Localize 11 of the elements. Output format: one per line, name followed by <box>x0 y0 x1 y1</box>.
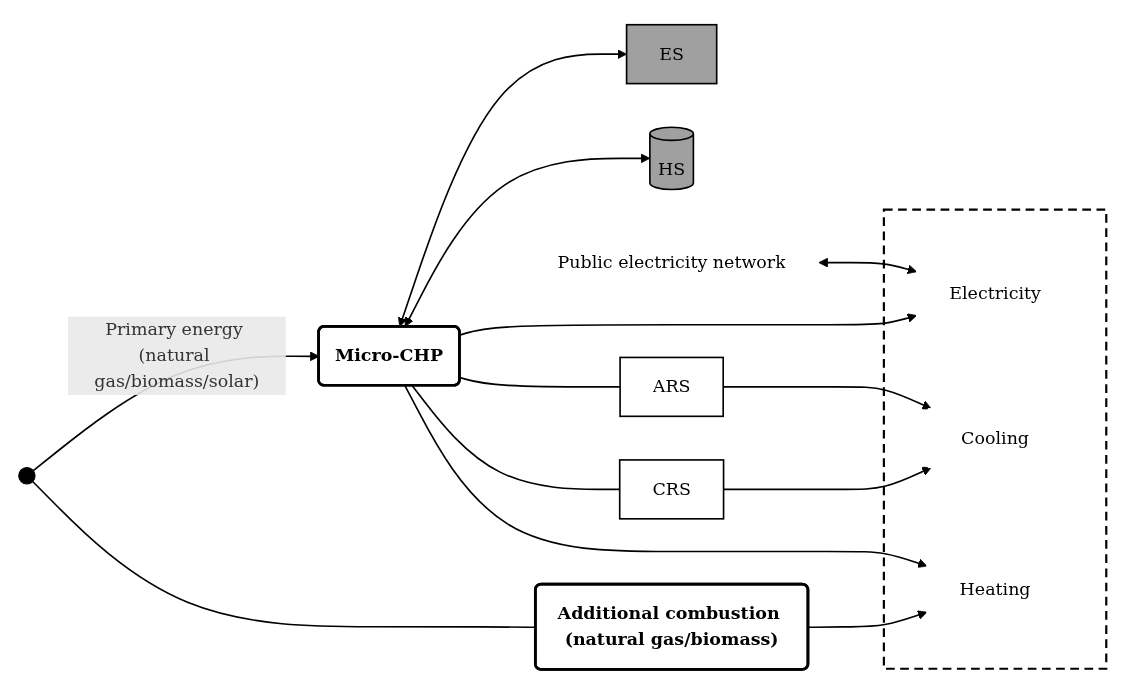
connector <box>459 376 621 388</box>
node-text: Cooling <box>961 426 1030 448</box>
cluster <box>882 208 1108 670</box>
node-circle <box>18 466 36 484</box>
node-text: Heating <box>959 577 1031 599</box>
node-box: ARS <box>619 356 724 417</box>
node-box: CRS <box>618 458 725 520</box>
node-box: ES <box>625 23 718 84</box>
node-text: Public electricity network <box>557 251 786 272</box>
node-text: Electricity <box>949 282 1041 303</box>
edge-label: Primary energy (natural gas/biomass/solar) <box>94 318 260 392</box>
